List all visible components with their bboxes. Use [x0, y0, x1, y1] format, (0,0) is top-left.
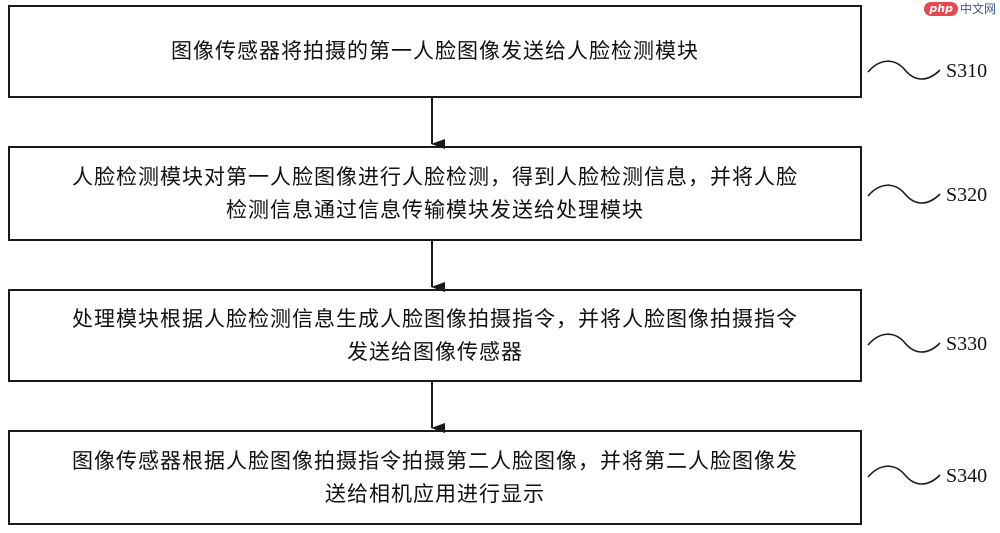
step-box-s330: 处理模块根据人脸检测信息生成人脸图像拍摄指令，并将人脸图像拍摄指令 发送给图像传…: [8, 289, 862, 382]
step-label-s330: S330: [946, 333, 988, 355]
leader-s340: [867, 465, 941, 485]
leader-s310: [867, 60, 941, 80]
watermark-text: 中文网: [959, 2, 996, 16]
step-label-s340: S340: [946, 465, 988, 487]
step-text-line: 发送给图像传感器: [347, 339, 523, 364]
step-text-line: 送给相机应用进行显示: [325, 481, 545, 506]
leader-s320: [867, 184, 941, 204]
step-label-s310: S310: [946, 60, 988, 82]
watermark: php 中文网: [924, 0, 996, 17]
step-text-line: 图像传感器根据人脸图像拍摄指令拍摄第二人脸图像，并将第二人脸图像发: [72, 448, 798, 473]
step-text-line: 处理模块根据人脸检测信息生成人脸图像拍摄指令，并将人脸图像拍摄指令: [72, 306, 798, 331]
step-text-line: 人脸检测模块对第一人脸图像进行人脸检测，得到人脸检测信息，并将人脸: [72, 164, 798, 189]
step-label-s320: S320: [946, 184, 988, 206]
step-box-s340: 图像传感器根据人脸图像拍摄指令拍摄第二人脸图像，并将第二人脸图像发 送给相机应用…: [8, 430, 862, 525]
leader-s330: [867, 333, 941, 353]
step-text-line: 图像传感器将拍摄的第一人脸图像发送给人脸检测模块: [171, 39, 699, 63]
step-box-s320: 人脸检测模块对第一人脸图像进行人脸检测，得到人脸检测信息，并将人脸 检测信息通过…: [8, 146, 862, 241]
step-text-line: 检测信息通过信息传输模块发送给处理模块: [226, 197, 644, 222]
php-logo: php: [924, 1, 958, 16]
step-box-s310: 图像传感器将拍摄的第一人脸图像发送给人脸检测模块: [8, 5, 862, 98]
